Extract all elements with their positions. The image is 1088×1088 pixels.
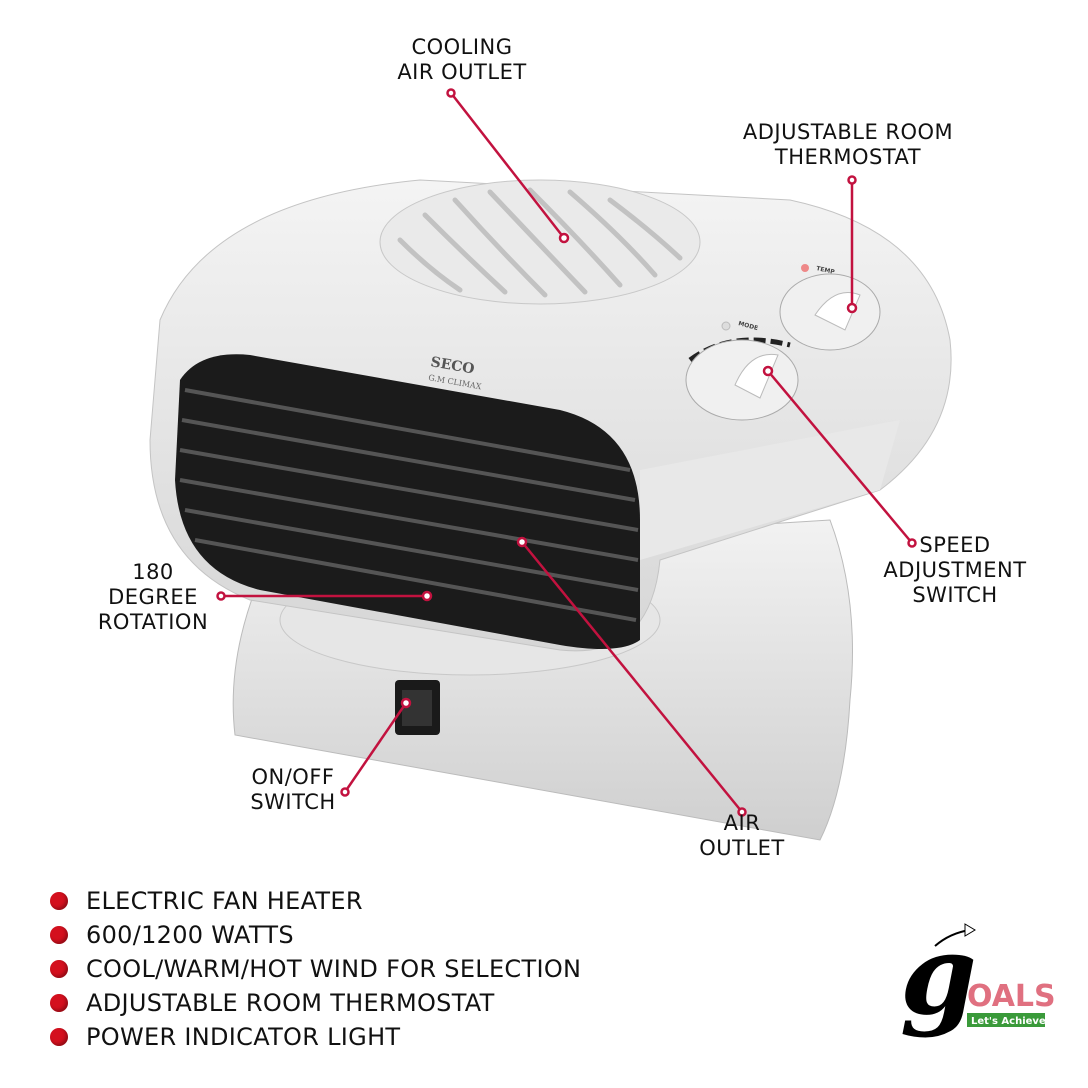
bullet-icon	[50, 994, 68, 1012]
bullet-icon	[50, 892, 68, 910]
label-line: ON/OFF	[251, 765, 335, 789]
label-line: THERMOSTAT	[774, 145, 922, 169]
brand-logo: SECO	[429, 354, 475, 377]
power-indicator-light	[801, 264, 809, 272]
bullet-icon	[50, 1028, 68, 1046]
label-cooling-air-outlet: COOLING AIR OUTLET	[397, 35, 526, 85]
goals-logo: g OALS Let's Achieve!	[900, 918, 1055, 1039]
label-line: SWITCH	[912, 583, 998, 607]
feature-item: ELECTRIC FAN HEATER	[50, 884, 581, 918]
svg-text:Let's Achieve!: Let's Achieve!	[971, 1016, 1050, 1027]
mode-label: MODE	[737, 320, 758, 332]
feature-item: COOL/WARM/HOT WIND FOR SELECTION	[50, 952, 581, 986]
feature-text: 600/1200 WATTS	[86, 921, 294, 949]
svg-text:OALS: OALS	[967, 979, 1055, 1014]
bullet-icon	[50, 926, 68, 944]
temp-label: TEMP	[816, 265, 836, 276]
label-line: DEGREE	[108, 585, 198, 609]
label-line: 180	[132, 560, 174, 584]
label-air-outlet: AIR OUTLET	[699, 811, 785, 861]
label-adjustable-room-thermostat: ADJUSTABLE ROOM THERMOSTAT	[743, 120, 953, 170]
label-on-off-switch: ON/OFF SWITCH	[250, 765, 335, 815]
vent-slats	[397, 187, 683, 298]
speed-knob-grip	[734, 353, 779, 399]
label-line: COOLING	[411, 35, 513, 59]
bullet-icon	[50, 960, 68, 978]
feature-item: ADJUSTABLE ROOM THERMOSTAT	[50, 986, 581, 1020]
label-line: AIR	[723, 811, 761, 835]
front-grille	[175, 354, 640, 649]
thermostat-knob-grip	[814, 292, 861, 331]
body-side-panel	[640, 420, 900, 560]
feature-item: 600/1200 WATTS	[50, 918, 581, 952]
label-line: AIR OUTLET	[397, 60, 527, 84]
svg-text:g: g	[900, 918, 977, 1039]
feature-text: POWER INDICATOR LIGHT	[86, 1023, 401, 1051]
label-line: ROTATION	[97, 610, 209, 634]
feature-text: ADJUSTABLE ROOM THERMOSTAT	[86, 989, 495, 1017]
callout-lines	[216, 88, 917, 817]
label-line: SWITCH	[250, 790, 336, 814]
label-line: ADJUSTABLE ROOM	[742, 120, 954, 144]
grille-slats	[179, 388, 639, 622]
mode-indicator-light	[721, 321, 731, 331]
label-line: ADJUSTMENT	[883, 558, 1027, 582]
label-line: SPEED	[919, 533, 991, 557]
feature-text: ELECTRIC FAN HEATER	[86, 887, 363, 915]
label-speed-adjustment-switch: SPEED ADJUSTMENT SWITCH	[883, 533, 1026, 608]
label-rotation: 180 DEGREE ROTATION	[98, 560, 208, 635]
feature-text: COOL/WARM/HOT WIND FOR SELECTION	[86, 955, 582, 983]
label-line: OUTLET	[699, 836, 785, 860]
feature-item: POWER INDICATOR LIGHT	[50, 1020, 581, 1054]
feature-list: ELECTRIC FAN HEATER 600/1200 WATTS COOL/…	[50, 884, 581, 1054]
